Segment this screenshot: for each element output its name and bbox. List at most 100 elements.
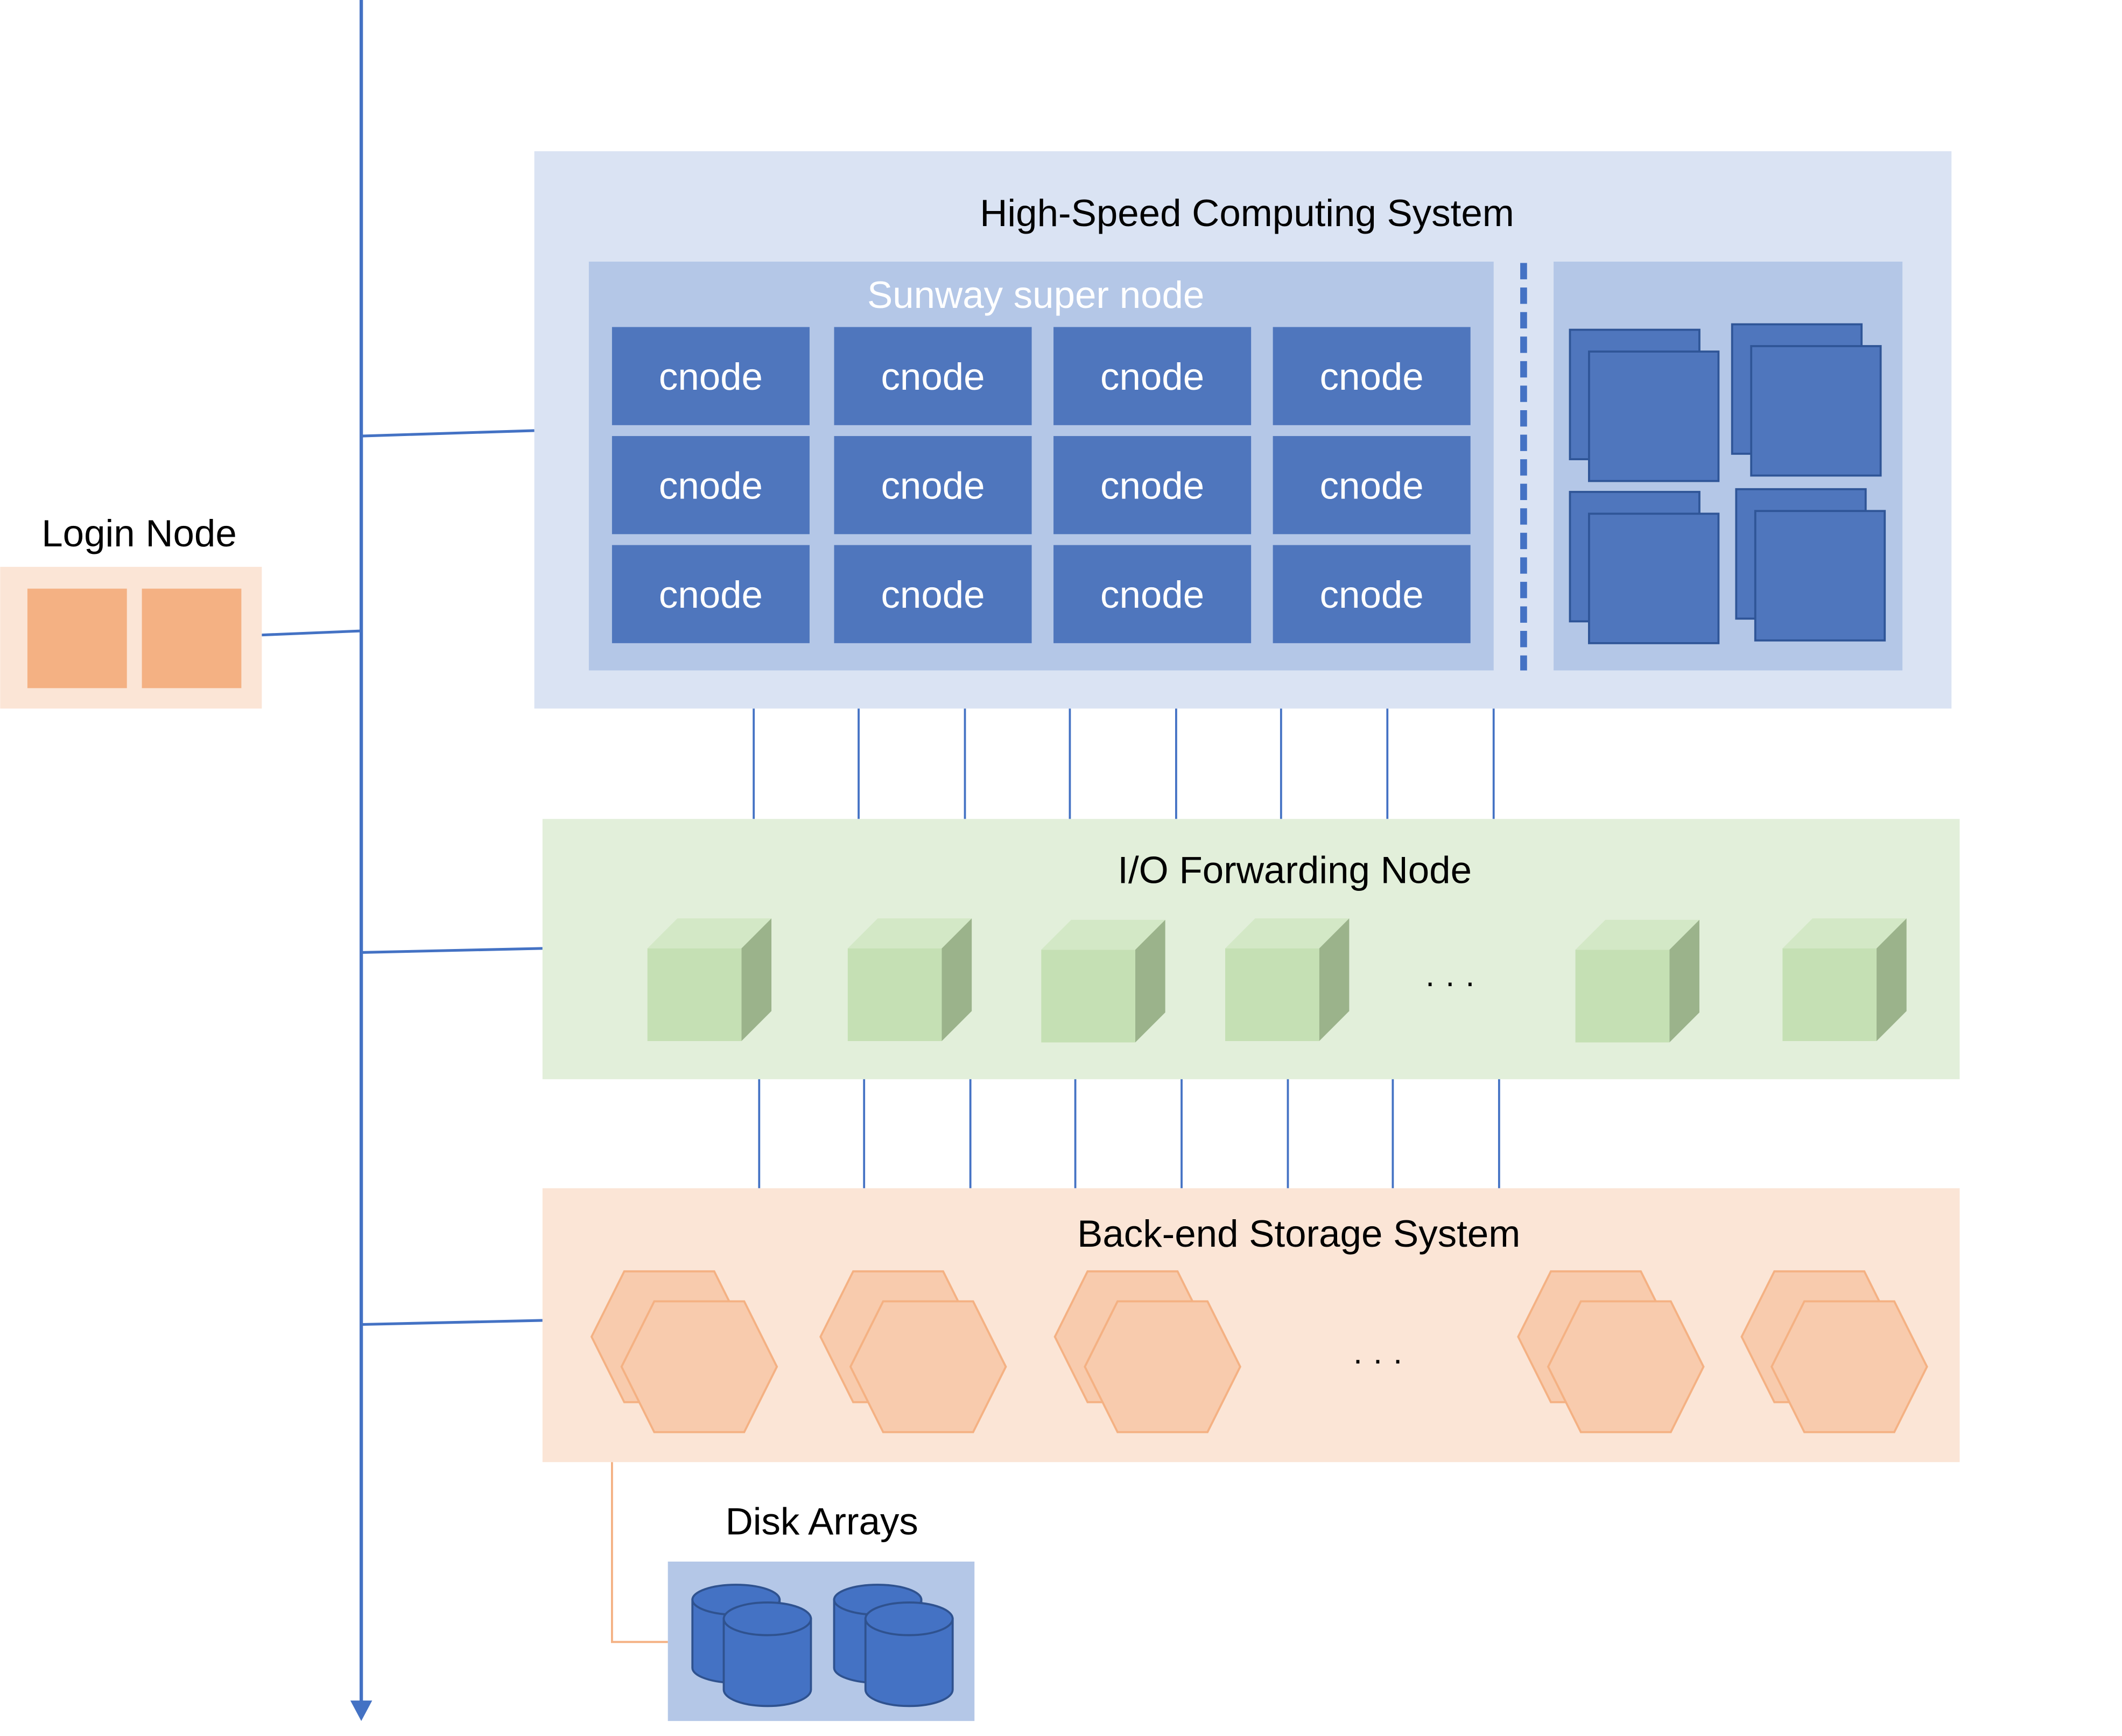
storage-node-hexagon [1740, 1270, 1928, 1433]
hexagon-front [1084, 1300, 1242, 1433]
cnode-label: cnode [881, 356, 985, 398]
disk-arrays: Disk Arrays [611, 1462, 975, 1721]
cnode-grid: cnode cnode cnode cnode cnode cnode cnode cnode… [612, 327, 1471, 643]
node-stack [1731, 323, 1882, 477]
cnode: cnode [1273, 327, 1471, 425]
cnode-box [834, 545, 1032, 643]
supernode-label: Sunway super node [867, 274, 1204, 317]
storage-disk-link [611, 1462, 668, 1643]
storage-node-hexagon [590, 1270, 778, 1433]
storage-ellipsis: · · · [1352, 1341, 1403, 1378]
cnode-label: cnode [1100, 574, 1204, 616]
disk-cylinder [864, 1601, 954, 1707]
cube-front [847, 948, 942, 1041]
cnode: cnode [1053, 545, 1252, 643]
cnode-box [1053, 327, 1252, 425]
hexagon-front [620, 1300, 778, 1433]
node-stack-front [1588, 350, 1720, 482]
bus-link-storage [361, 1319, 543, 1326]
login-node-block [27, 588, 127, 688]
storage-node-hexagon [1517, 1270, 1705, 1433]
login-node-label: Login Node [41, 512, 236, 555]
cnode-label: cnode [881, 574, 985, 616]
cnode-label: cnode [881, 465, 985, 507]
bus-link-io [361, 947, 543, 954]
login-node-block [142, 588, 242, 688]
cube-top [1041, 919, 1165, 950]
cnode-label: cnode [1100, 356, 1204, 398]
node-stack [1569, 490, 1720, 644]
disk-cylinders [691, 1584, 954, 1707]
cnode: cnode [612, 436, 810, 535]
cube-front [1041, 950, 1135, 1043]
cube-side [1877, 918, 1907, 1041]
cube-front [1782, 948, 1877, 1041]
cnode-label: cnode [659, 465, 763, 507]
cnode: cnode [612, 327, 810, 425]
io-cubes [647, 918, 1907, 1043]
cube-top [1225, 918, 1350, 948]
storage-system-box [542, 1188, 1960, 1463]
node-stack [1569, 328, 1720, 482]
computing-system-title: High-Speed Computing System [980, 192, 1514, 235]
node-stack-front [1754, 510, 1886, 642]
cube-side [1319, 918, 1350, 1041]
cube-front [647, 948, 742, 1041]
extra-node-stacks [1569, 323, 1886, 644]
cnode-label: cnode [1320, 356, 1424, 398]
cube-side [741, 918, 772, 1041]
cnode-box [1053, 436, 1252, 535]
links-computing-io [753, 708, 1495, 819]
cube-top [847, 918, 972, 948]
hexagon-front [1770, 1300, 1928, 1433]
cnode-box [834, 436, 1032, 535]
node-stack-front [1750, 345, 1882, 477]
hexagon-front [1547, 1300, 1705, 1433]
cnode: cnode [612, 545, 810, 643]
cube-top [1575, 919, 1699, 950]
cnode-label: cnode [659, 574, 763, 616]
cnode-box [612, 327, 810, 425]
cube-top [1782, 918, 1907, 948]
cnode-box [1273, 436, 1471, 535]
disk-arrays-label: Disk Arrays [726, 1500, 918, 1543]
main-bus [262, 0, 543, 1721]
cube-side [1135, 919, 1165, 1043]
cnode-label: cnode [1320, 574, 1424, 616]
cube-top [647, 918, 772, 948]
disk-top [864, 1601, 954, 1636]
disk-cylinder [722, 1601, 812, 1707]
disk-top [722, 1601, 812, 1636]
io-node-cube [1225, 918, 1350, 1041]
storage-node-hexagon [1053, 1270, 1242, 1433]
login-node: Login Node [0, 512, 262, 709]
io-node-cube [1575, 919, 1699, 1043]
cnode-box [612, 545, 810, 643]
cnode-box [612, 436, 810, 535]
cube-side [1669, 919, 1699, 1043]
io-node-cube [1782, 918, 1907, 1041]
io-ellipsis: · · · [1424, 964, 1475, 1000]
storage-hexagons [590, 1270, 1928, 1433]
cnode-box [1273, 545, 1471, 643]
disk-body [864, 1618, 954, 1707]
cnode-box [1053, 545, 1252, 643]
cnode-label: cnode [1100, 465, 1204, 507]
io-forwarding-title: I/O Forwarding Node [1118, 849, 1472, 891]
node-stack [1735, 488, 1886, 642]
bus-link-login [262, 629, 362, 637]
cnode-box [1273, 327, 1471, 425]
links-io-storage [758, 1079, 1500, 1189]
storage-system: Back-end Storage System · · · [542, 1188, 1960, 1463]
cube-front [1575, 950, 1670, 1043]
cnode: cnode [1273, 545, 1471, 643]
hexagon-front [849, 1300, 1007, 1433]
io-node-cube [647, 918, 772, 1041]
io-node-cube [1041, 919, 1165, 1043]
cube-side [941, 918, 972, 1041]
disk-body [722, 1618, 812, 1707]
cnode: cnode [834, 545, 1032, 643]
cnode-label: cnode [659, 356, 763, 398]
cnode-box [834, 327, 1032, 425]
